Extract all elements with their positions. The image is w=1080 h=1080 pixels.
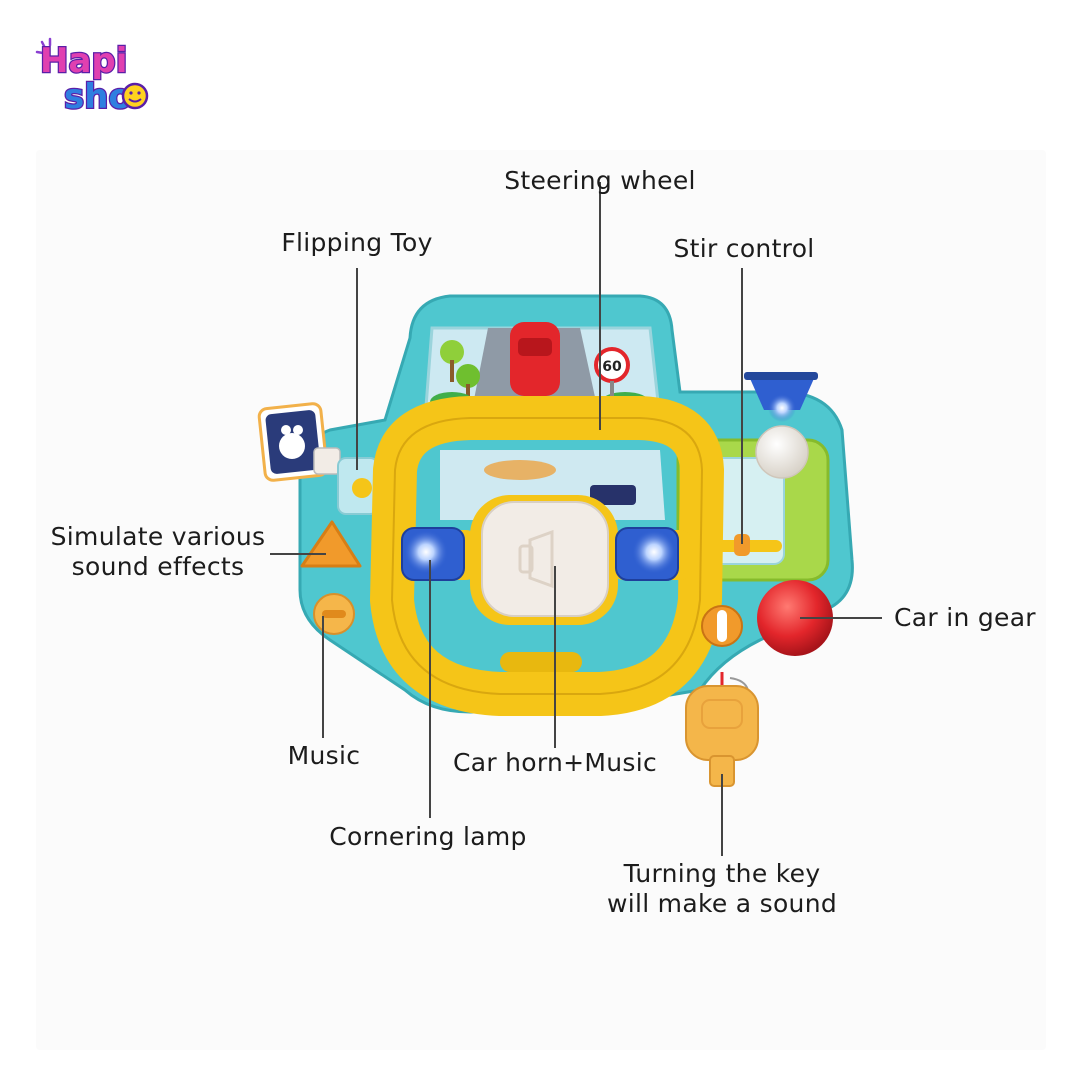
left-cornering-lamp [401,527,465,581]
callout-turning-key-line1: Turning the key [623,859,821,888]
key-icon [685,672,759,787]
callout-leader-lines [270,182,882,856]
callout-music: Music [287,741,361,770]
speed-sign-text: 60 [602,359,622,375]
callout-sound-effects: Simulate various sound effects [40,522,276,582]
callout-car-horn-music: Car horn+Music [452,748,658,777]
callout-steering-wheel: Steering wheel [504,166,696,195]
logo-line2: sho [64,77,132,116]
stir-control-knob [744,372,818,479]
hapisho-logo: Hapi sho [35,37,149,116]
car-horn-button [481,501,609,617]
callout-sound-effects-line1: Simulate various [50,522,266,551]
right-cornering-lamp [615,527,679,581]
callout-sound-effects-line2: sound effects [71,552,245,581]
flipping-toy-card [257,402,379,515]
callout-car-in-gear: Car in gear [894,603,1036,632]
callout-stir-control: Stir control [673,234,815,263]
gear-ball [757,580,833,656]
red-car-icon [510,322,560,396]
key-slot-button [701,605,743,647]
callout-turning-key-line2: will make a sound [606,889,838,918]
logo-line1: Hapi [40,41,127,81]
callout-flipping-toy: Flipping Toy [281,228,433,257]
music-button [313,593,355,635]
logo-sparkle-icon [35,37,52,55]
smiley-icon [121,82,149,110]
callout-cornering-lamp: Cornering lamp [329,822,527,851]
callout-turning-key: Turning the key will make a sound [592,859,852,919]
speed-sign-icon: 60 [594,347,630,401]
